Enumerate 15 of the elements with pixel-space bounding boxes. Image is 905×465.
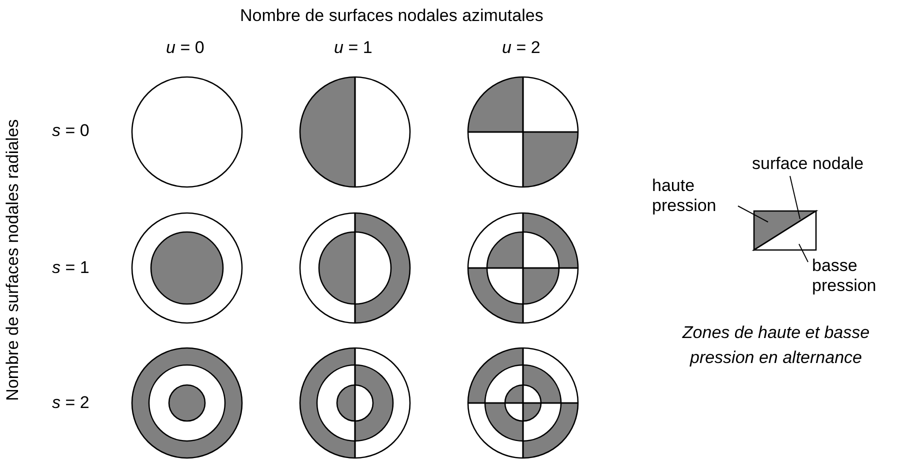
caption: Zones de haute et basse pression en alternance [681, 322, 871, 369]
row-label: s = 1 [52, 258, 90, 278]
leader-line [738, 206, 768, 222]
column-label: u = 0 [166, 38, 204, 58]
axis-title: Nombre de surfaces nodales radiales [3, 118, 23, 403]
leader-line [790, 176, 800, 220]
column-label: u = 2 [502, 38, 540, 58]
legend-label: haute pression [652, 176, 734, 216]
legend-label: basse pression [812, 256, 894, 296]
column-label: u = 1 [334, 38, 372, 58]
row-label: s = 0 [52, 121, 90, 141]
legend-label: surface nodale [752, 154, 864, 174]
axis-title: Nombre de surfaces nodales azimutales [240, 6, 544, 26]
row-label: s = 2 [52, 393, 90, 413]
leader-line [798, 244, 808, 262]
